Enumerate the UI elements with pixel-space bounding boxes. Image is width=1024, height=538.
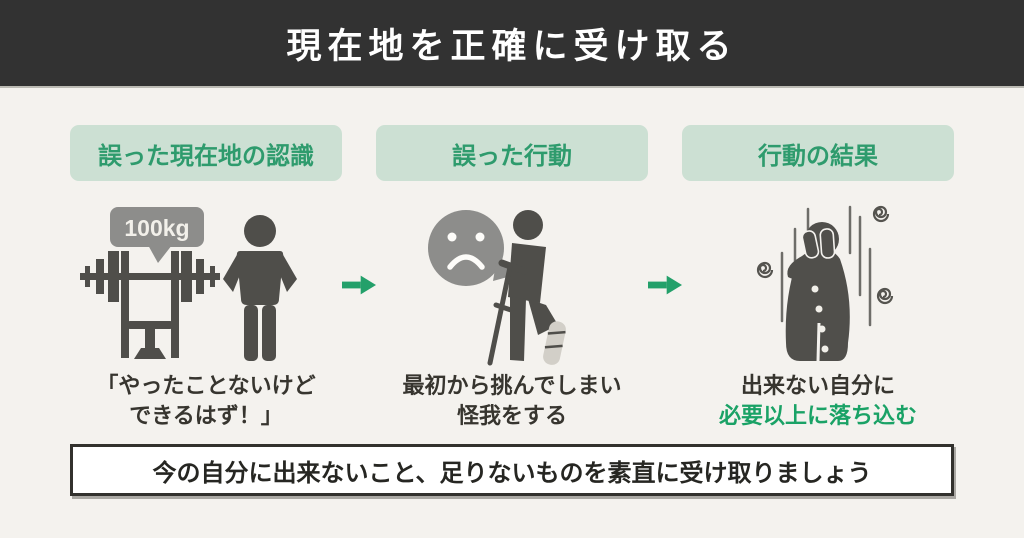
weight-bubble-icon: 100kg xyxy=(110,207,204,263)
column-wrong-recognition: 誤った現在地の認識 100kg xyxy=(70,125,342,431)
injured-person-svg xyxy=(428,210,566,366)
depressed-person-icon-area xyxy=(682,193,954,371)
barbell-rack-person-svg: 100kg xyxy=(80,207,297,361)
sad-face-bubble-icon xyxy=(428,210,522,286)
column-action-result: 行動の結果 xyxy=(682,125,954,431)
caption-action-result: 出来ない自分に 必要以上に落ち込む xyxy=(719,371,917,431)
process-flow: 誤った現在地の認識 100kg xyxy=(0,125,1024,431)
flow-arrow-1 xyxy=(342,273,376,297)
caption-line-highlight: 必要以上に落ち込む xyxy=(718,403,917,428)
column-wrong-action: 誤った行動 xyxy=(376,125,648,431)
barbell-icon xyxy=(80,251,220,359)
right-arrow-icon xyxy=(342,275,376,295)
summary-note-box: 今の自分に出来ないこと、足りないものを素直に受け取りましょう xyxy=(70,444,954,496)
caption-line: 出来ない自分に xyxy=(740,373,895,398)
injured-person-icon xyxy=(487,210,566,366)
weight-label: 100kg xyxy=(124,215,189,241)
caption-line: 怪我をする xyxy=(456,403,567,428)
right-arrow-icon xyxy=(648,275,682,295)
injured-person-icon-area xyxy=(376,193,648,371)
depressed-person-svg xyxy=(756,205,894,362)
caption-line: 「やったことないけど xyxy=(96,373,316,398)
column-header-action-result: 行動の結果 xyxy=(682,125,954,181)
caption-wrong-action: 最初から挑んでしまい 怪我をする xyxy=(403,371,622,431)
page-title: 現在地を正確に受け取る xyxy=(286,26,738,66)
crutch-pad xyxy=(498,259,528,275)
column-header-wrong-recognition: 誤った現在地の認識 xyxy=(70,125,342,181)
tear-drops xyxy=(811,285,829,353)
caption-line: できるはず！」 xyxy=(129,403,283,428)
flow-arrow-2 xyxy=(648,273,682,297)
depressed-person-icon xyxy=(785,222,850,362)
swirl-icons xyxy=(756,205,894,305)
leg-cast-icon xyxy=(543,321,566,365)
caption-wrong-recognition: 「やったことないけど できるはず！」 xyxy=(96,371,315,431)
hands-covering-face xyxy=(801,228,836,259)
title-bar: 現在地を正確に受け取る xyxy=(0,0,1024,88)
column-header-wrong-action: 誤った行動 xyxy=(376,125,648,181)
caption-line: 最初から挑んでしまい xyxy=(402,373,622,398)
confident-person-icon xyxy=(223,215,297,361)
summary-note-text: 今の自分に出来ないこと、足りないものを素直に受け取りましょう xyxy=(152,459,872,487)
crutch-shaft xyxy=(487,264,513,366)
barbell-and-person-icon: 100kg xyxy=(70,193,342,371)
